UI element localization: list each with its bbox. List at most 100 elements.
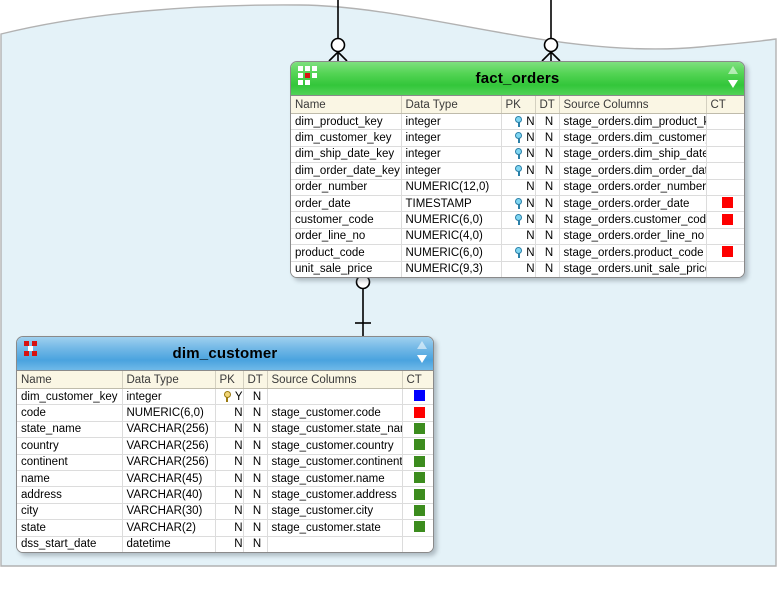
scroll-down-arrow[interactable]: [728, 80, 738, 88]
cell-ct: [402, 454, 433, 471]
cell-column-name: dss_start_date: [17, 536, 123, 552]
entity-header-fact-orders[interactable]: fact_orders: [291, 62, 744, 96]
cell-source-column: stage_orders.order_line_no: [559, 228, 707, 246]
cell-dt: N: [243, 437, 268, 455]
cell-pk: N: [215, 486, 244, 504]
cell-column-name: unit_sale_price: [291, 261, 402, 277]
cell-source-column: stage_orders.customer_code: [559, 211, 707, 229]
entity-header-dim-customer[interactable]: dim_customer: [17, 337, 433, 371]
foreign-key-icon: [515, 246, 524, 258]
foreign-key-icon: [515, 132, 524, 144]
cell-data-type: VARCHAR(40): [122, 486, 216, 504]
cell-ct: [706, 261, 744, 277]
cell-dt: N: [535, 162, 560, 180]
cell-data-type: NUMERIC(9,3): [401, 261, 502, 277]
cell-pk: N: [501, 261, 536, 277]
cell-pk: N: [215, 470, 244, 488]
scroll-up-arrow[interactable]: [417, 341, 427, 349]
cell-pk: N: [501, 162, 536, 180]
ct-color-chip: [414, 455, 425, 467]
cell-data-type: TIMESTAMP: [401, 195, 502, 213]
cell-pk: N: [501, 228, 536, 246]
header-name[interactable]: Name: [17, 371, 123, 389]
cell-ct: [706, 162, 744, 180]
entity-scroll-arrows-dim-customer[interactable]: [415, 339, 430, 368]
header-pk[interactable]: PK: [215, 371, 244, 389]
cell-column-name: city: [17, 503, 123, 521]
cell-data-type: VARCHAR(256): [122, 437, 216, 455]
header-source-columns[interactable]: Source Columns: [559, 96, 707, 114]
cell-dt: N: [243, 536, 268, 552]
header-data-type[interactable]: Data Type: [122, 371, 216, 389]
header-pk[interactable]: PK: [501, 96, 536, 114]
scroll-up-arrow[interactable]: [728, 66, 738, 74]
header-ct[interactable]: CT: [706, 96, 744, 114]
cell-data-type: integer: [401, 146, 502, 164]
header-data-type[interactable]: Data Type: [401, 96, 502, 114]
header-dt[interactable]: DT: [243, 371, 268, 389]
header-ct[interactable]: CT: [402, 371, 433, 389]
entity-title-dim-customer: dim_customer: [172, 345, 278, 362]
entity-fact-orders[interactable]: fact_orders Name Data Type PK DT Source …: [290, 61, 745, 278]
cell-dt: N: [535, 228, 560, 246]
foreign-key-icon: [515, 148, 524, 160]
cell-dt: N: [535, 244, 560, 262]
ct-color-chip: [721, 197, 733, 209]
entity-dim-customer[interactable]: dim_customer Name Data Type PK DT Source…: [16, 336, 434, 553]
cell-column-name: address: [17, 486, 123, 504]
cell-pk: N: [215, 404, 244, 422]
cell-source-column: stage_orders.order_number: [559, 179, 707, 196]
foreign-key-icon: [515, 197, 524, 209]
cell-pk: N: [501, 129, 536, 147]
cell-data-type: VARCHAR(30): [122, 503, 216, 521]
cell-data-type: NUMERIC(6,0): [122, 404, 216, 422]
ct-color-chip: [414, 488, 425, 500]
header-source-columns[interactable]: Source Columns: [267, 371, 403, 389]
entity-scroll-arrows-fact-orders[interactable]: [726, 64, 741, 93]
cell-source-column: stage_customer.name: [267, 470, 403, 488]
cell-source-column: stage_orders.order_date: [559, 195, 707, 213]
entity-title-fact-orders: fact_orders: [475, 70, 560, 87]
cell-ct: [402, 503, 433, 521]
column-grid-dim-customer: Name Data Type PK DT Source Columns CT d…: [17, 371, 433, 552]
scroll-down-arrow[interactable]: [417, 355, 427, 363]
header-name[interactable]: Name: [291, 96, 402, 114]
cell-column-name: dim_customer_key: [17, 388, 123, 406]
cell-column-name: code: [17, 404, 123, 422]
cell-ct: [402, 421, 433, 439]
ct-color-chip: [414, 406, 425, 418]
ct-color-chip: [414, 439, 425, 451]
cell-ct: [706, 113, 744, 131]
cell-data-type: NUMERIC(4,0): [401, 228, 502, 246]
ct-color-chip: [414, 521, 425, 533]
header-dt[interactable]: DT: [535, 96, 560, 114]
cell-column-name: country: [17, 437, 123, 455]
cell-dt: N: [243, 470, 268, 488]
cell-dt: N: [243, 421, 268, 439]
cell-ct: [402, 470, 433, 488]
ct-color-chip: [721, 213, 733, 225]
cell-column-name: state_name: [17, 421, 123, 439]
cell-ct: [706, 129, 744, 147]
